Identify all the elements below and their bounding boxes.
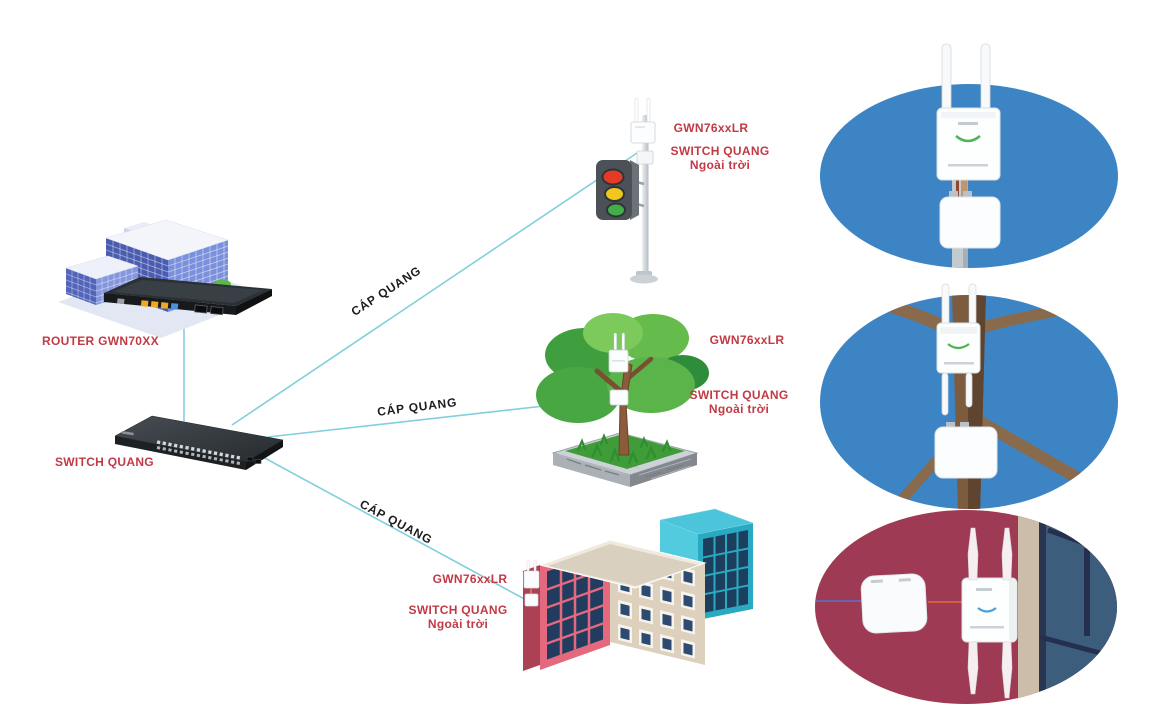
switch-port-row	[156, 446, 241, 465]
core-switch-illustration	[114, 415, 284, 470]
fiber-line-building	[249, 449, 529, 602]
tree-mount-detail-circle	[820, 283, 1118, 509]
wall-beige-band	[1018, 510, 1039, 704]
tree-illustration	[536, 313, 709, 487]
site-traffic-device-label: GWN76xxLR	[673, 121, 749, 135]
outdoor-switch-detail	[934, 426, 998, 479]
switch-port-row	[156, 440, 241, 460]
ap-antenna	[526, 559, 530, 572]
router-device-illustration	[104, 277, 272, 316]
office-building-illustration	[523, 508, 754, 671]
outdoor-switch-box-icon	[636, 150, 654, 165]
switch-sfp-port	[254, 459, 262, 464]
hq-tower-roof	[105, 220, 229, 261]
fiber-line-tree	[267, 403, 563, 438]
router-sfp-port	[210, 306, 224, 316]
router-label: ROUTER GWN70XX	[42, 334, 159, 348]
traffic-light-illustration	[596, 97, 658, 284]
outdoor-ap-detail	[936, 283, 981, 416]
ap-antenna	[533, 559, 537, 572]
ap-led-arc	[977, 607, 997, 613]
pole-mount-detail-circle	[820, 43, 1118, 268]
teal-tower-roof	[659, 508, 754, 535]
ap-antenna	[646, 97, 651, 124]
ap-antenna	[1001, 641, 1013, 699]
router-lan-port	[140, 300, 149, 307]
router-usb-port	[117, 298, 125, 305]
ap-logo	[976, 588, 992, 591]
core-switch-label: SWITCH QUANG	[55, 455, 154, 469]
ap-antenna	[965, 372, 973, 408]
switch-sfp-port	[246, 456, 254, 462]
outdoor-switch-box-icon	[609, 389, 629, 406]
ap-antenna	[613, 332, 617, 351]
router-lan-port	[170, 303, 179, 310]
router-sfp-port	[194, 304, 208, 314]
ap-body	[936, 107, 1001, 181]
hq-wing-roof	[65, 255, 139, 280]
ap-antenna	[967, 641, 979, 695]
teal-tower-glass	[698, 523, 753, 620]
outdoor-ap-detail	[936, 43, 1001, 181]
ap-antenna	[1001, 527, 1013, 581]
ap-body	[630, 121, 656, 144]
ap-antenna	[941, 372, 949, 416]
router-lan-port	[160, 302, 169, 309]
router-lan-port	[150, 301, 159, 308]
outdoor-ap-on-tree-icon	[608, 332, 629, 373]
green-light	[606, 202, 626, 218]
outdoor-ap-on-wall-icon	[523, 559, 540, 607]
ap-antenna	[941, 43, 952, 115]
red-light	[601, 168, 625, 186]
ap-led-arc	[955, 135, 981, 143]
indoor-ap-detail	[860, 573, 928, 634]
ap-antenna	[621, 332, 625, 351]
outdoor-ap-on-pole-icon	[630, 97, 656, 144]
wall-mount-detail-circle	[815, 510, 1117, 704]
ap-logo	[958, 122, 978, 125]
outdoor-switch-box-icon	[524, 593, 539, 607]
ap-body	[961, 577, 1018, 643]
traffic-light-side	[630, 160, 639, 220]
ap-antenna	[634, 97, 639, 124]
rose-side-face	[523, 565, 540, 671]
fiber-line-traffic	[231, 152, 638, 426]
outdoor-ap-detail	[961, 527, 1018, 699]
ap-antenna	[967, 527, 979, 581]
site-traffic-switch-label: SWITCH QUANG Ngoài trời	[670, 144, 770, 172]
site-building-switch-label: SWITCH QUANG Ngoài trời	[408, 603, 508, 631]
site-building-device-label: GWN76xxLR	[432, 572, 508, 586]
ap-antenna	[980, 43, 991, 115]
outdoor-switch-detail	[939, 196, 1001, 249]
glass-wall	[1046, 510, 1117, 704]
yellow-light	[604, 186, 625, 202]
ap-led-arc	[947, 343, 970, 350]
hq-building-router-illustration	[58, 220, 272, 338]
site-tree-device-label: GWN76xxLR	[709, 333, 785, 347]
ap-body	[523, 570, 540, 589]
site-tree-switch-label: SWITCH QUANG Ngoài trời	[689, 388, 789, 416]
